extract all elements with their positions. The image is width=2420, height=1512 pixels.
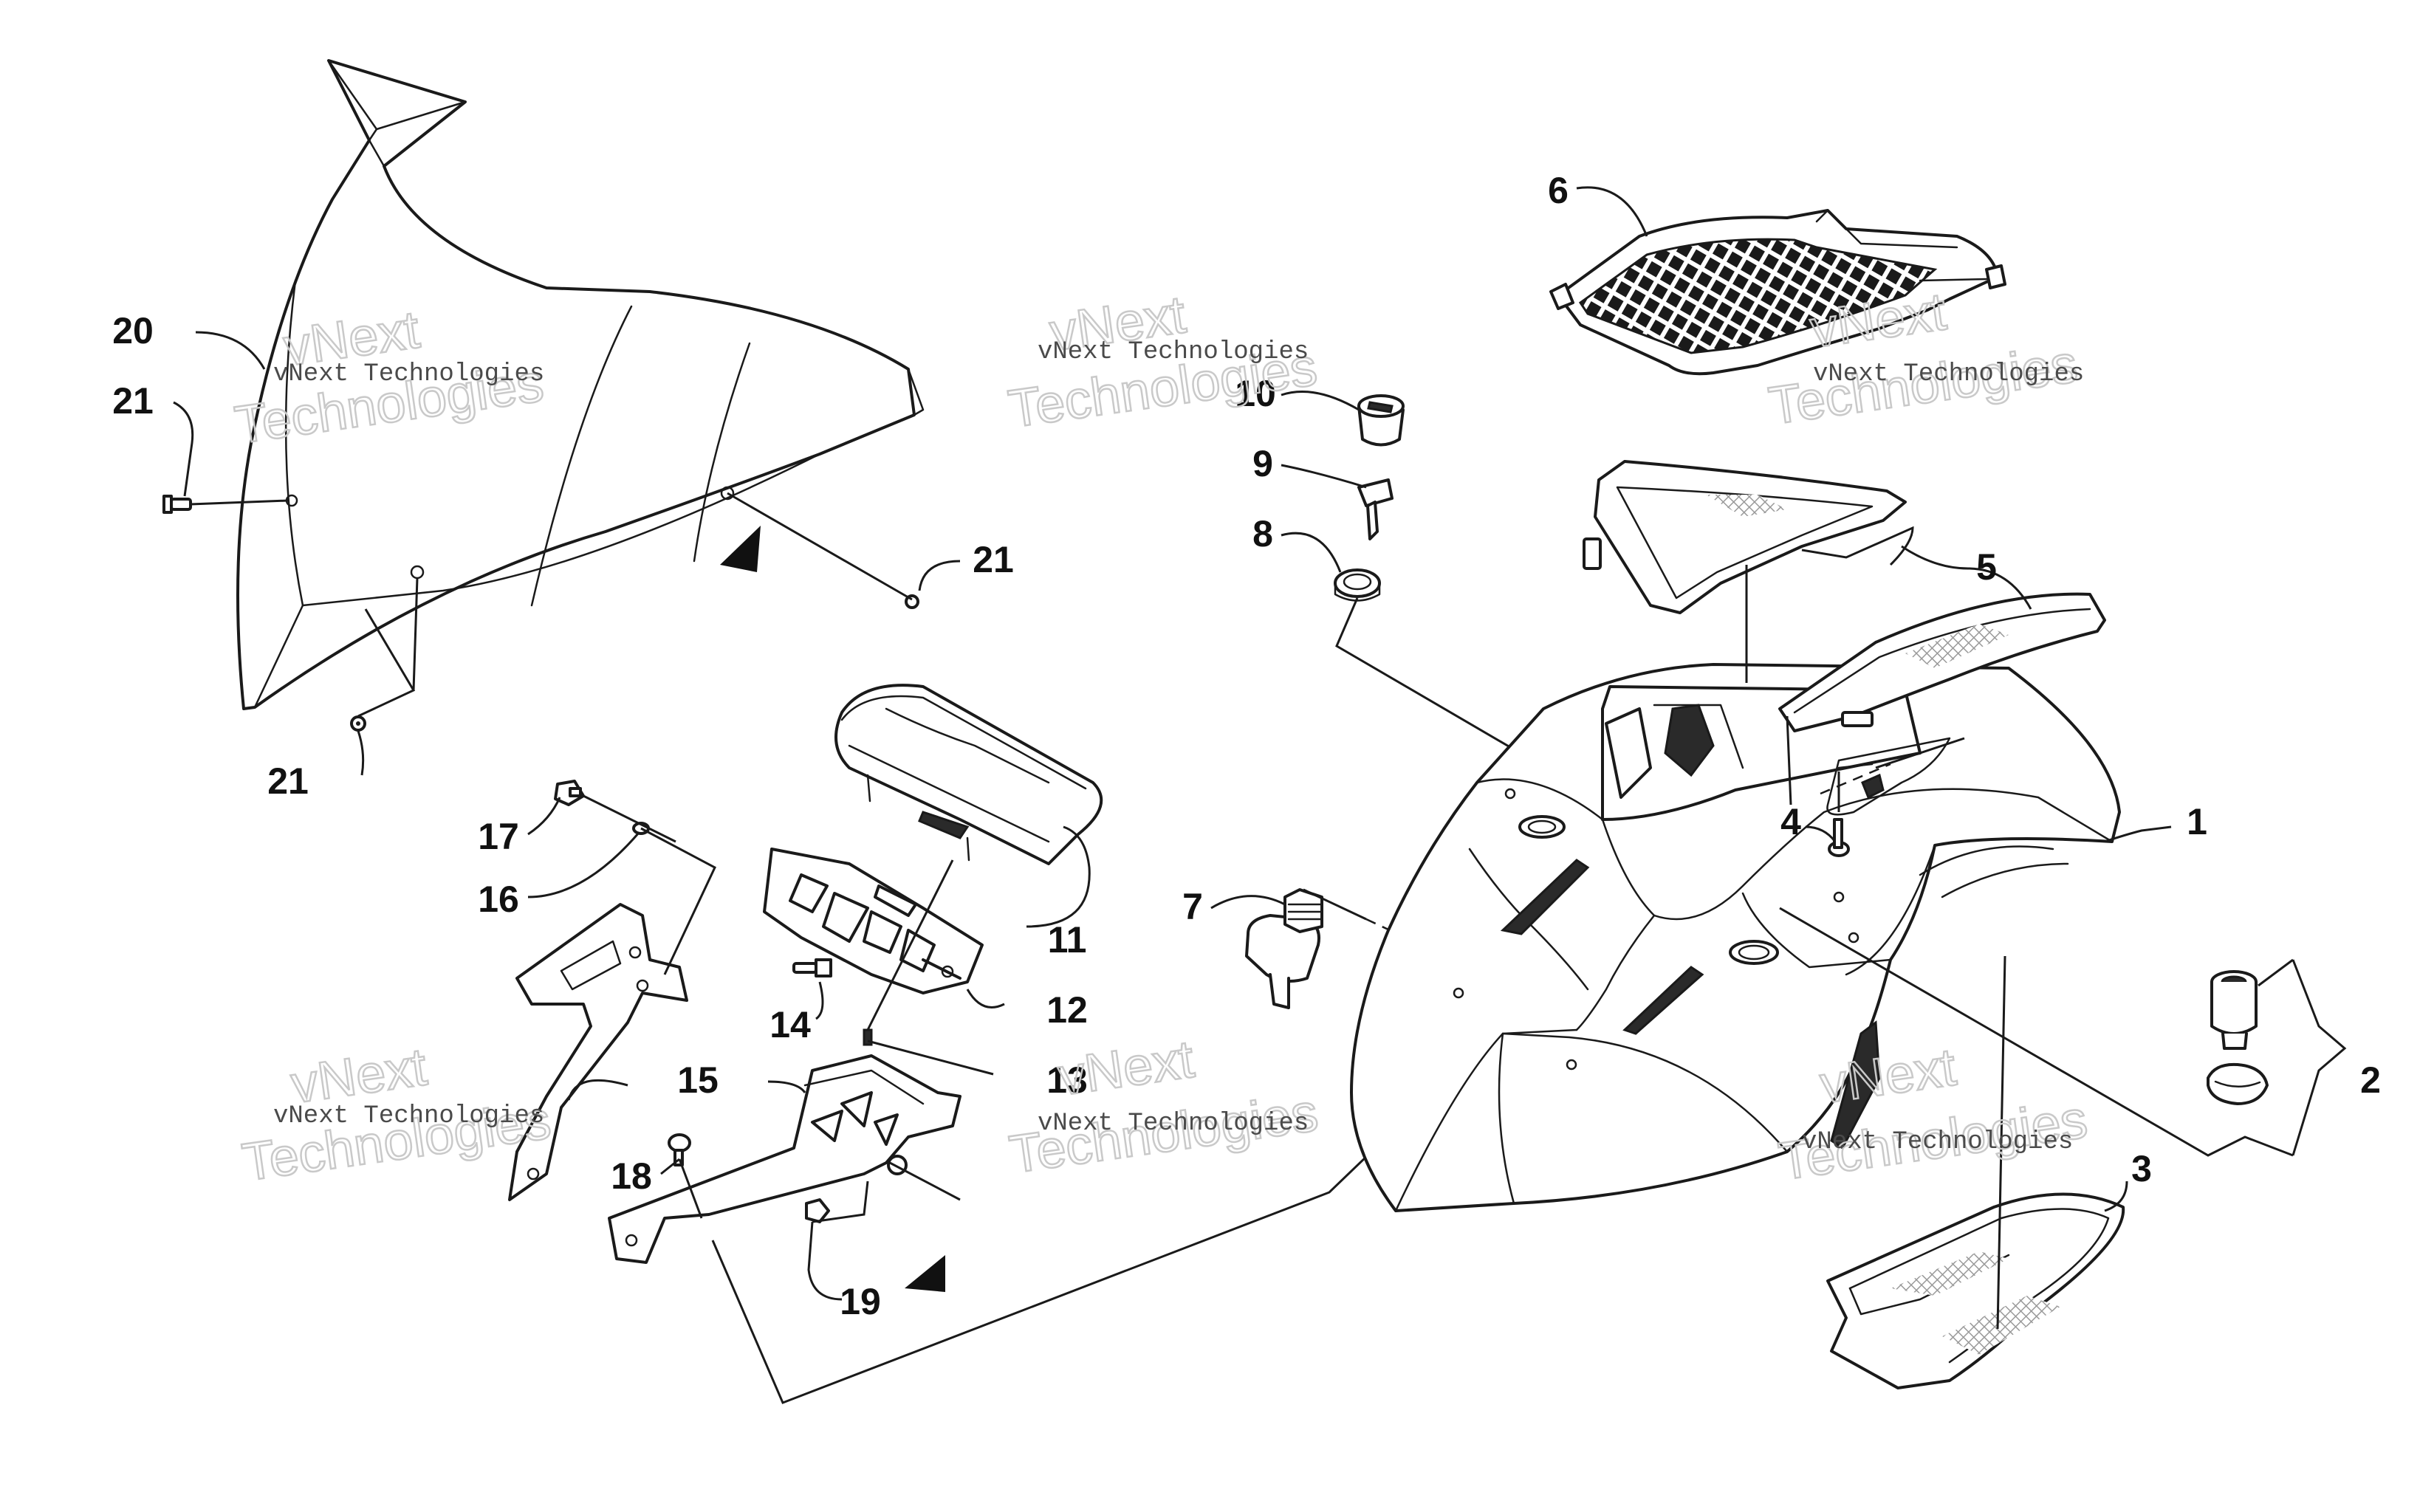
callout-17: 17 (478, 816, 519, 857)
callout-4: 4 (1780, 801, 1801, 842)
watermark-label: vNext Technologies (273, 1102, 544, 1130)
screw-4 (1828, 818, 1850, 857)
watermark-label: vNext Technologies (1802, 1128, 2073, 1156)
mounting-bracket-lower (608, 1054, 962, 1264)
callout-3: 3 (2131, 1148, 2152, 1189)
callout-1: 1 (2187, 801, 2207, 842)
callout-7: 7 (1182, 886, 1203, 927)
callout-11: 11 (1048, 919, 1087, 961)
nut-19 (805, 1198, 830, 1223)
callout-5: 5 (1976, 546, 1997, 588)
callout-12: 12 (1046, 989, 1088, 1031)
watermark-line1: vNext (1055, 1030, 1197, 1107)
screw-21-bottom (350, 715, 366, 732)
callout-21-right: 21 (973, 539, 1014, 580)
callout-13: 13 (1046, 1059, 1088, 1101)
callout-21-left: 21 (112, 380, 154, 422)
watermark-label: vNext Technologies (273, 360, 544, 388)
callout-18: 18 (611, 1155, 652, 1197)
gauge-bracket-part (763, 848, 984, 994)
callout-9: 9 (1252, 443, 1273, 484)
screw-21-left (162, 495, 192, 514)
ignition-switch-7 (1245, 888, 1323, 1009)
screw-18 (668, 1133, 691, 1166)
callout-6: 6 (1548, 170, 1569, 211)
bolt-14 (792, 958, 832, 977)
callout-2: 2 (2360, 1059, 2381, 1101)
watermark-label: vNext Technologies (1038, 338, 1309, 366)
switch-nut-8 (1334, 568, 1381, 602)
vent-panel-right (1778, 592, 2106, 732)
accessory-plug-2 (2207, 970, 2269, 1105)
watermark-label: vNext Technologies (1813, 360, 2084, 388)
callout-21-bottom: 21 (267, 760, 309, 802)
callout-8: 8 (1252, 513, 1273, 554)
nut-17 (554, 780, 585, 806)
floor-mat-part (1826, 1192, 2125, 1389)
hood-insert-part (1826, 737, 1951, 816)
direction-arrow-icon (720, 526, 761, 572)
vent-panel-left (1583, 460, 1907, 614)
key-9 (1357, 478, 1394, 540)
mounting-bracket-upper (508, 903, 688, 1201)
windshield-part (236, 59, 925, 710)
hood-part (1350, 663, 2121, 1212)
instrument-cluster-part (834, 684, 1103, 865)
callout-20: 20 (112, 310, 154, 351)
mesh-tray-part (1549, 209, 2006, 376)
callout-14: 14 (769, 1004, 811, 1045)
callout-15: 15 (677, 1059, 719, 1101)
watermark-label: vNext Technologies (1038, 1110, 1309, 1138)
callout-10: 10 (1235, 373, 1276, 414)
callout-16: 16 (478, 879, 519, 920)
direction-arrow-icon (905, 1255, 945, 1292)
watermark-bottom-center: vNext Technologies (1005, 1028, 1323, 1186)
callout-19: 19 (840, 1281, 881, 1322)
key-cap-10 (1357, 394, 1405, 447)
